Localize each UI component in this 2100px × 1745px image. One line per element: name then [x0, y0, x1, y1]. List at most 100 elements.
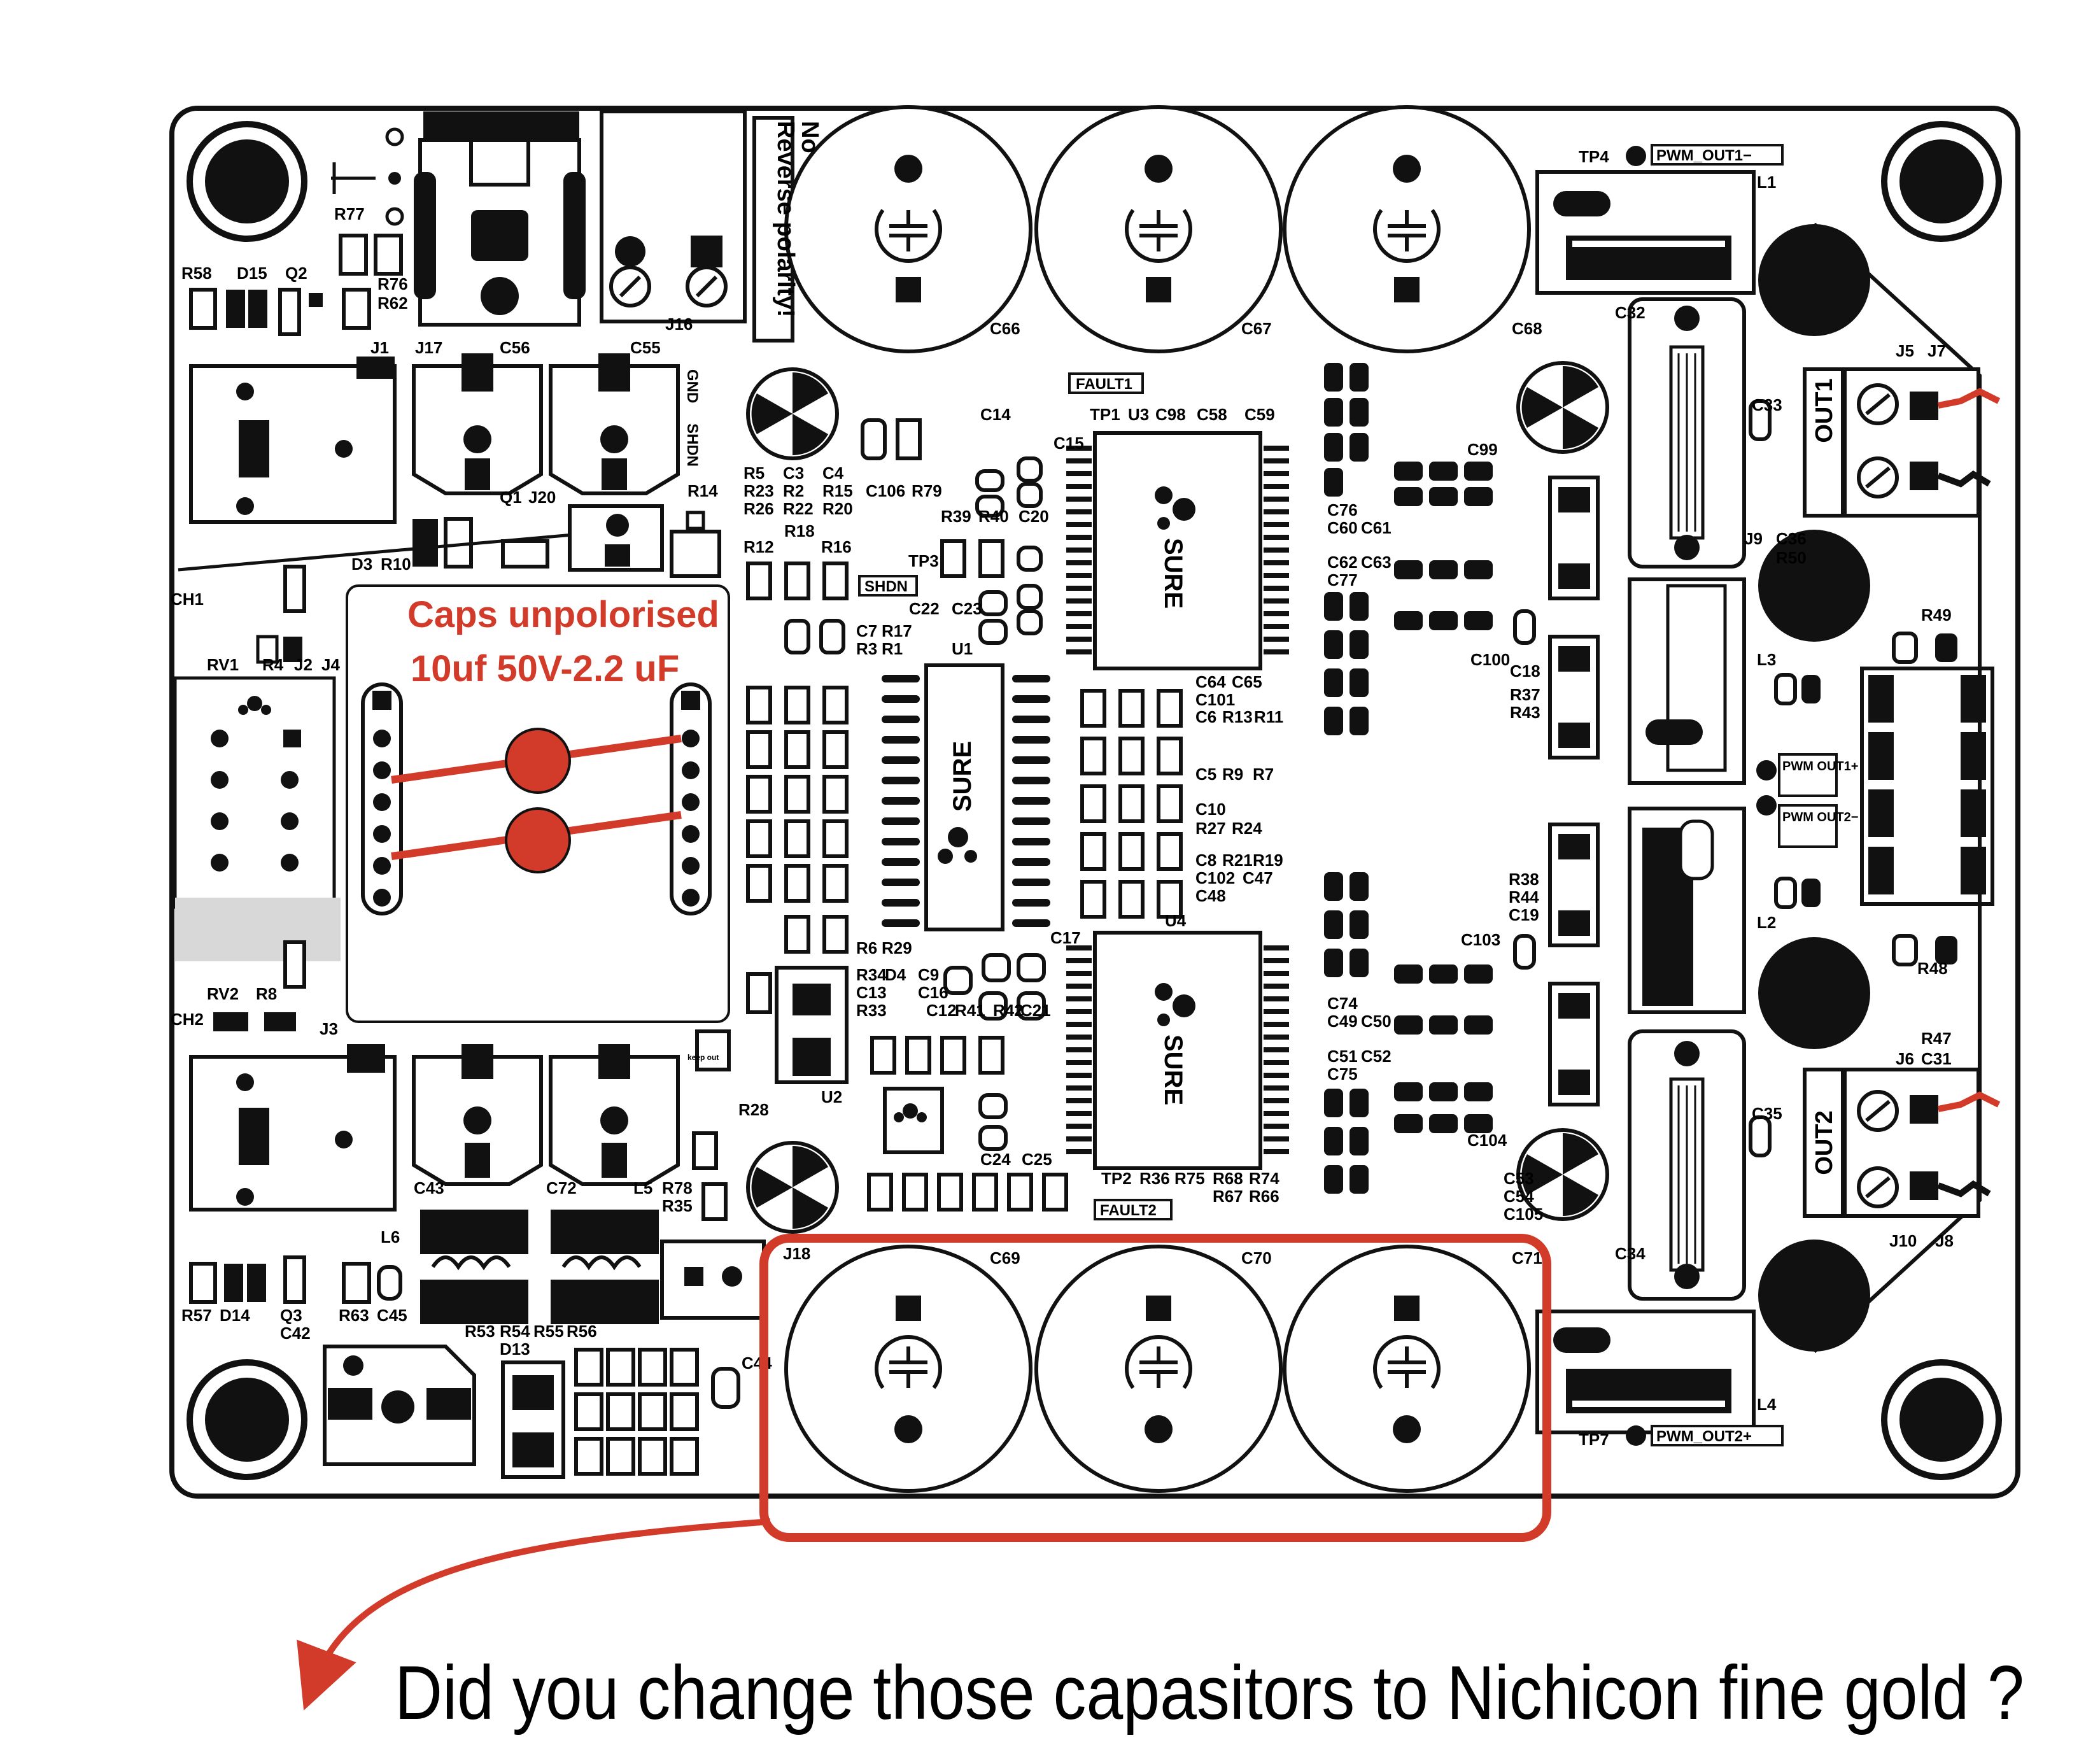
refdes-r67: R67: [1213, 1187, 1243, 1206]
fault2-label: FAULT2: [1100, 1202, 1157, 1219]
refdes-r28: R28: [738, 1100, 769, 1119]
refdes-r18: R18: [784, 521, 815, 540]
highlight-box: [759, 1234, 1551, 1542]
mounting-hole-tl: [187, 121, 307, 242]
refdes-c20: C20: [1018, 507, 1049, 526]
refdes-r14: R14: [687, 481, 718, 500]
refdes-r2: R2: [783, 481, 804, 500]
bulk-capacitors-top: [784, 105, 1531, 353]
refdes-c6: C6: [1195, 707, 1216, 726]
shdn-label: SHDN: [684, 423, 701, 467]
refdes-ch1: CH1: [171, 590, 204, 609]
refdes-tp4: TP4: [1579, 147, 1609, 166]
refdes-c58: C58: [1197, 405, 1227, 424]
refdes-c13: C13: [856, 983, 887, 1002]
capacitor-c66: [784, 105, 1032, 353]
chip-u4: SURE: [1066, 931, 1289, 1170]
refdes-c53: C53: [1504, 1169, 1534, 1188]
refdes-l2: L2: [1757, 913, 1776, 932]
capacitor-c69: [784, 1245, 1032, 1493]
refdes-c19: C19: [1509, 905, 1539, 924]
refdes-j17: J17: [415, 338, 442, 357]
refdes-r68: R68: [1213, 1169, 1243, 1188]
refdes-l6: L6: [381, 1227, 400, 1247]
refdes-j5: J5: [1896, 341, 1914, 360]
refdes-d13: D13: [500, 1339, 530, 1359]
refdes-r12: R12: [743, 537, 774, 556]
refdes-r50: R50: [1776, 548, 1807, 567]
refdes-d14: D14: [220, 1306, 250, 1325]
refdes-c99: C99: [1467, 440, 1498, 459]
reverse-polarity-line-2: Reverse polarity!: [772, 121, 799, 317]
refdes-l1: L1: [1757, 173, 1776, 192]
refdes-r62: R62: [377, 293, 408, 313]
refdes-r77: R77: [334, 204, 365, 223]
refdes-c60: C60: [1327, 518, 1358, 537]
refdes-r55: R55: [533, 1322, 564, 1341]
refdes-c67: C67: [1241, 319, 1272, 338]
refdes-c51: C51: [1327, 1047, 1358, 1066]
refdes-r58: R58: [181, 264, 212, 283]
refdes-j4: J4: [321, 655, 340, 674]
refdes-c45: C45: [377, 1306, 407, 1325]
refdes-r15: R15: [822, 481, 853, 500]
output-terminal-out1: [1803, 367, 2001, 518]
refdes-j2: J2: [294, 655, 313, 674]
refdes-rv1: RV1: [207, 655, 239, 674]
refdes-c43: C43: [414, 1178, 444, 1197]
input-jack-j1: [189, 357, 397, 524]
refdes-c47: C47: [1243, 868, 1273, 887]
top-left-components: [189, 110, 794, 343]
refdes-r17: R17: [882, 621, 912, 640]
refdes-rv2: RV2: [207, 984, 239, 1003]
refdes-r54: R54: [500, 1322, 530, 1341]
refdes-r1: R1: [882, 639, 903, 658]
refdes-c66: C66: [990, 319, 1020, 338]
refdes-r7: R7: [1253, 765, 1274, 784]
refdes-c7: C7: [856, 621, 877, 640]
refdes-c17: C17: [1050, 928, 1081, 947]
capacitor-c68: [1283, 105, 1531, 353]
refdes-r44: R44: [1509, 887, 1539, 907]
refdes-c50: C50: [1361, 1012, 1392, 1031]
refdes-r16: R16: [821, 537, 852, 556]
capacitor-c71: [1283, 1245, 1531, 1493]
refdes-r27: R27: [1195, 819, 1226, 838]
refdes-j8: J8: [1935, 1231, 1954, 1250]
refdes-q1: Q1: [500, 488, 522, 507]
refdes-r63: R63: [339, 1306, 369, 1325]
refdes-r43: R43: [1510, 703, 1540, 722]
refdes-r66: R66: [1249, 1187, 1279, 1206]
refdes-j20: J20: [528, 488, 556, 507]
refdes-r13: R13: [1222, 707, 1253, 726]
question-text: Did you change those capasitors to Nichi…: [395, 1650, 2024, 1735]
refdes-r42: R42: [993, 1001, 1024, 1020]
refdes-c32: C32: [1615, 303, 1645, 322]
capacitor-c67: [1034, 105, 1283, 353]
refdes-c104: C104: [1467, 1131, 1507, 1150]
refdes-j18: J18: [783, 1244, 810, 1263]
capacitor-c70: [1034, 1245, 1283, 1493]
refdes-r41: R41: [955, 1001, 985, 1020]
refdes-r37: R37: [1510, 685, 1540, 704]
refdes-c74: C74: [1327, 994, 1358, 1013]
refdes-r79: R79: [912, 481, 942, 500]
refdes-d4: D4: [885, 965, 906, 984]
input-caps-bottom: [412, 1044, 680, 1186]
refdes-c68: C68: [1512, 319, 1542, 338]
mounting-holes: [187, 121, 2002, 1480]
refdes-r36: R36: [1139, 1169, 1170, 1188]
refdes-r39: R39: [941, 507, 971, 526]
chip-u1: SURE: [882, 663, 1050, 931]
boxed-labels: FAULT1 FAULT2 SHDN PWM_OUT1− PWM_OUT2+ P…: [858, 144, 1858, 1446]
refdes-l5: L5: [633, 1178, 652, 1197]
refdes-c5: C5: [1195, 765, 1216, 784]
unpolarised-caps-drawing: [391, 728, 682, 873]
refdes-c31: C31: [1921, 1049, 1952, 1068]
refdes-c59: C59: [1244, 405, 1275, 424]
right-smd-column: [1626, 146, 1994, 1446]
refdes-c16: C16: [918, 983, 948, 1002]
note-line-1: Caps unpolorised: [407, 594, 719, 635]
refdes-r56: R56: [567, 1322, 597, 1341]
